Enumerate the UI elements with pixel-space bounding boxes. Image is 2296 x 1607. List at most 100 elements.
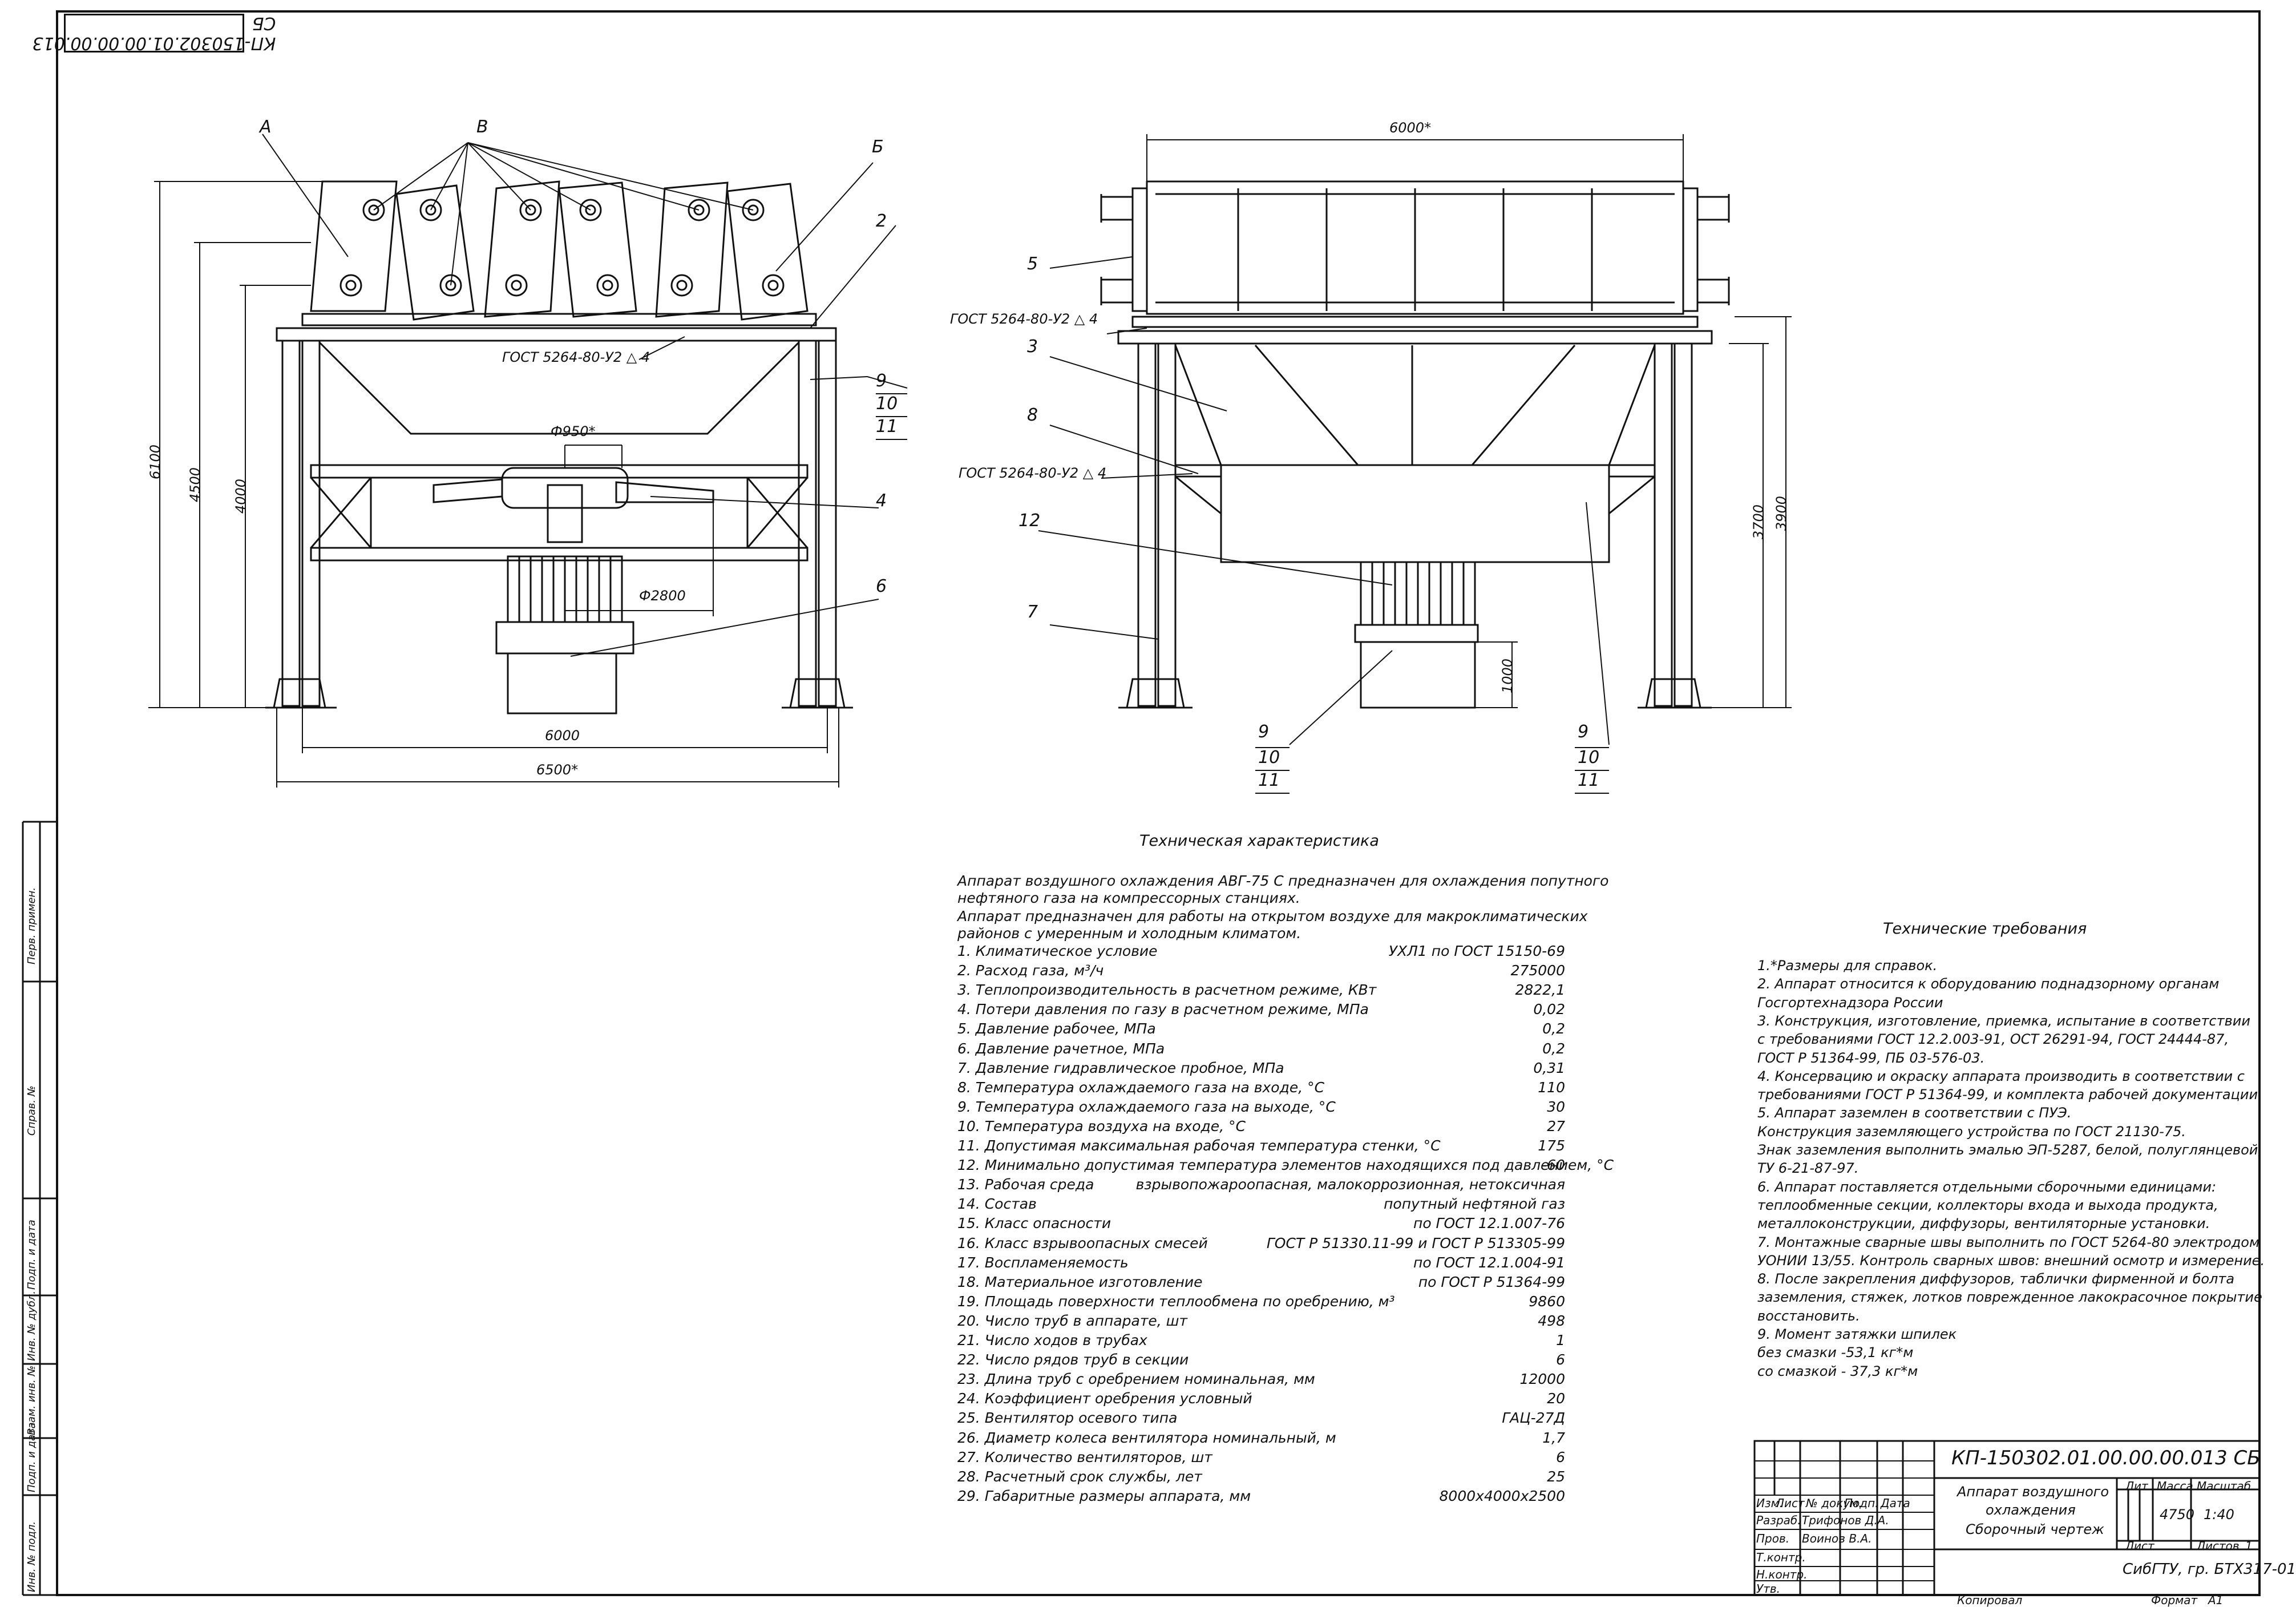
tech-req-line: теплообменные секции, коллекторы входа и… [1757, 1197, 2218, 1213]
title-block-ndoc: № докум. [1806, 1496, 1862, 1510]
tech-char-param-row: 22. Число рядов труб в секции 6 [957, 1351, 1565, 1370]
tech-char-param-value: -60 [1542, 1157, 1565, 1174]
title-block-tkontr: Т.контр. [1756, 1551, 1806, 1564]
tech-char-param-value: 12000 [1519, 1371, 1565, 1388]
side-view [876, 134, 1792, 794]
tech-char-param-value: 110 [1538, 1079, 1565, 1096]
title-block-mass-value: 4750 [2160, 1507, 2195, 1523]
weld-note-side-top: ГОСТ 5264-80-У2 △ 4 [950, 311, 1098, 327]
tech-char-param-label: 1. Климатическое условие [957, 943, 1158, 959]
tech-req-line: Конструкция заземляющего устройства по Г… [1757, 1123, 2186, 1140]
strip-inv-dubl: Инв. № дубл. [26, 1290, 38, 1361]
tech-char-param-label: 6. Давление рачетное, МПа [957, 1040, 1165, 1057]
strip-inv-podl: Инв. № подл. [26, 1521, 38, 1592]
label-7: 7 [1027, 602, 1038, 622]
tube-bundles [310, 180, 809, 321]
tech-char-param-label: 14. Состав [957, 1196, 1037, 1213]
tech-char-param-label: 7. Давление гидравлическое пробное, МПа [957, 1059, 1284, 1076]
tech-char-param-value: 0,02 [1533, 1001, 1565, 1018]
dim-height-4500: 4500 [187, 467, 203, 502]
label-10a: 10 [876, 394, 898, 414]
tech-char-param-value: 25 [1547, 1468, 1565, 1485]
title-block-razrab-name: Трифонов Д.А. [1802, 1513, 1889, 1527]
tech-req-line: заземления, стяжек, лотков поврежденное … [1757, 1289, 2262, 1306]
drawing-frame [56, 10, 2261, 1596]
title-block-name-2: охлаждения [1986, 1502, 2076, 1518]
tech-char-param-label: 11. Допустимая максимальная рабочая темп… [957, 1137, 1441, 1154]
tech-char-param-row: 8. Температура охлаждаемого газа на вход… [957, 1079, 1565, 1097]
tech-req-line: 4. Консервацию и окраску аппарата произв… [1757, 1068, 2245, 1084]
strip-perv-primen: Перв. примен. [26, 887, 38, 964]
tech-char-param-value: 27 [1547, 1117, 1565, 1134]
title-block-name-3: Сборочный чертеж [1966, 1521, 2104, 1537]
side-dimension-lines [1146, 134, 1792, 708]
tech-char-intro-2: нефтяного газа на компрессорных станциях… [957, 890, 1300, 906]
tech-char-param-row: 23. Длина труб с оребрением номинальная,… [957, 1371, 1565, 1389]
label-underlines [876, 393, 1609, 794]
dim-height-1000: 1000 [1499, 658, 1515, 693]
tech-char-param-value: 6 [1556, 1448, 1565, 1465]
tech-req-line: 2. Аппарат относится к оборудованию подн… [1757, 976, 2220, 992]
tech-char-param-value: 0,2 [1542, 1040, 1565, 1057]
tech-char-intro-4: районов с умеренным и холодным климатом. [957, 925, 1301, 942]
tech-req-title: Технические требования [1883, 920, 2087, 938]
label-8: 8 [1027, 405, 1038, 425]
dim-height-6100: 6100 [147, 444, 163, 479]
tech-char-param-value: 30 [1547, 1098, 1565, 1115]
tech-char-param-label: 9. Температура охлаждаемого газа на выхо… [957, 1098, 1336, 1115]
label-3: 3 [1027, 337, 1038, 357]
tech-req-line: металлоконструкции, диффузоры, вентилято… [1757, 1216, 2210, 1232]
tech-char-param-value: 0,31 [1533, 1059, 1565, 1076]
tech-char-param-label: 28. Расчетный срок службы, лет [957, 1468, 1202, 1485]
tech-char-param-label: 12. Минимально допустимая температура эл… [957, 1157, 1614, 1174]
tech-req-line: Знак заземления выполнить эмалью ЭП-5287… [1757, 1142, 2263, 1158]
tech-char-param-value: 1 [1556, 1332, 1565, 1348]
tech-req-line: с требованиями ГОСТ 12.2.003-91, ОСТ 262… [1757, 1031, 2229, 1048]
title-block-izm: Изм. [1756, 1496, 1784, 1510]
tech-char-param-label: 29. Габаритные размеры аппарата, мм [957, 1487, 1251, 1504]
frame-beam [276, 327, 837, 342]
tech-char-param-label: 22. Число рядов труб в секции [957, 1351, 1189, 1368]
title-block-nkontr: Н.контр. [1756, 1568, 1808, 1581]
tech-char-param-value: 6 [1556, 1351, 1565, 1368]
tech-char-param-label: 2. Расход газа, м³/ч [957, 962, 1104, 979]
tech-req-line: 5. Аппарат заземлен в соответствии с ПУЭ… [1757, 1105, 2072, 1121]
tech-char-param-value: 9860 [1529, 1293, 1565, 1310]
tech-char-param-row: 11. Допустимая максимальная рабочая темп… [957, 1137, 1565, 1156]
dim-diameter-950: Ф950* [551, 423, 596, 439]
tech-char-param-value: УХЛ1 по ГОСТ 15150-69 [1388, 943, 1565, 959]
tech-char-param-label: 21. Число ходов в трубах [957, 1332, 1147, 1348]
label-a: А [260, 117, 272, 137]
tech-char-intro-1: Аппарат воздушного охлаждения АВГ-75 С п… [957, 873, 1609, 889]
tech-char-param-row: 9. Температура охлаждаемого газа на выхо… [957, 1099, 1565, 1117]
tech-char-param-value: 2822,1 [1515, 982, 1565, 999]
label-6: 6 [876, 576, 887, 596]
label-5: 5 [1027, 254, 1038, 274]
front-dimension-lines [148, 181, 839, 788]
tech-char-param-row: 21. Число ходов в трубах 1 [957, 1332, 1565, 1350]
tech-req-line: ТУ 6-21-87-97. [1757, 1160, 1859, 1177]
label-v: В [476, 117, 488, 137]
front-view [148, 134, 908, 788]
tech-req-line: 6. Аппарат поставляется отдельными сборо… [1757, 1178, 2217, 1195]
label-9c: 9 [1578, 722, 1589, 742]
dim-width-6000: 6000 [545, 728, 580, 744]
title-block-name-1: Аппарат воздушного [1957, 1484, 2109, 1500]
label-12: 12 [1018, 511, 1041, 531]
title-block-kopiroval: Копировал [1957, 1593, 2023, 1607]
tech-char-param-value: 175 [1538, 1137, 1565, 1154]
tech-char-param-label: 8. Температура охлаждаемого газа на вход… [957, 1079, 1325, 1096]
dim-height-3700: 3700 [1751, 504, 1767, 539]
label-10b: 10 [1258, 748, 1280, 768]
